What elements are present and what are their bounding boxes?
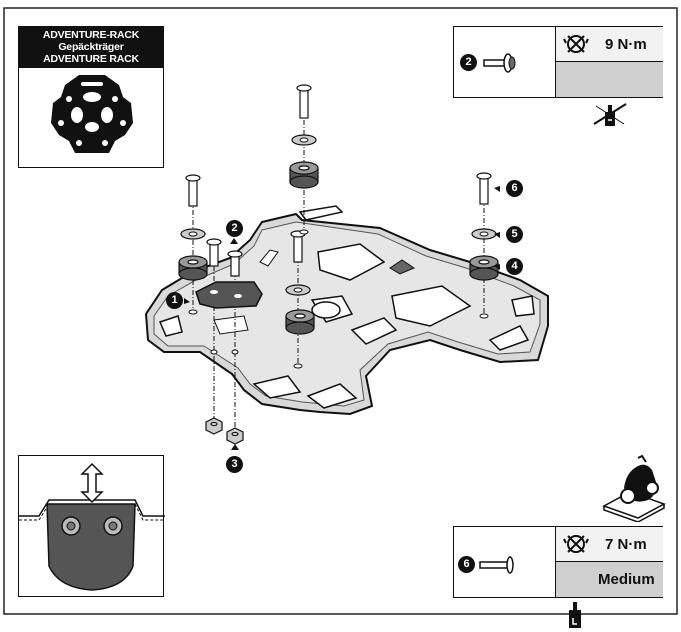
- torque-value-top: 9 N·m: [605, 35, 647, 53]
- callout-6: 6: [506, 180, 523, 197]
- callout-4: 4: [506, 258, 523, 275]
- bolt-clamp-right: [227, 250, 243, 277]
- damper-left: [178, 255, 208, 281]
- bolt-6-icon: [479, 556, 514, 574]
- adjust-arrow-icon: [80, 462, 104, 504]
- threadlocker-label-bottom: Medium: [598, 571, 655, 588]
- callout-1: 1: [166, 292, 183, 309]
- torque-row-top: 9 N·m: [556, 27, 663, 62]
- threadlocker-row-bottom: Medium: [556, 562, 663, 628]
- motorcycle-orientation-icon: [602, 454, 666, 522]
- torque-spec-top-values: 9 N·m: [555, 27, 663, 126]
- product-title-en: ADVENTURE RACK: [43, 53, 139, 65]
- torque-spec-bottom-values: 7 N·m Medium: [555, 527, 663, 628]
- callout-3: 3: [226, 456, 243, 473]
- torque-row-bottom: 7 N·m: [556, 527, 663, 562]
- torque-wrench-icon: [563, 35, 589, 53]
- adjustment-detail-illustration: [19, 462, 165, 591]
- bolt-2-icon: [483, 53, 516, 73]
- rack-thumbnail-icon: [51, 75, 133, 153]
- damper-top: [289, 161, 319, 189]
- torque-spec-bottom: 6 7 N·m Medium: [453, 526, 663, 628]
- callout-5: 5: [506, 226, 523, 243]
- product-title-panel: ADVENTURE-RACK Gepäckträger ADVENTURE RA…: [18, 26, 164, 168]
- product-title-de: ADVENTURE-RACK Gepäckträger: [42, 29, 140, 53]
- callout-2: 2: [226, 220, 243, 237]
- torque-spec-top: 2 9 N·m: [453, 26, 663, 126]
- bolt-clamp-left: [206, 238, 222, 267]
- torque-value-bottom: 7 N·m: [605, 535, 647, 553]
- callout-2-badge: 2: [460, 54, 477, 71]
- damper-right: [469, 255, 499, 281]
- no-threadlocker-icon: [593, 103, 627, 126]
- bolt-right: [476, 172, 492, 205]
- adjustment-detail-panel: [18, 455, 165, 597]
- threadlocker-row-top: [556, 62, 663, 126]
- callout-6-badge: 6: [458, 556, 475, 573]
- bolt-top-center: [296, 84, 312, 119]
- bolt-left: [185, 174, 201, 207]
- damper-center: [285, 309, 315, 335]
- torque-wrench-icon: [563, 535, 589, 553]
- product-title: ADVENTURE-RACK Gepäckträger ADVENTURE RA…: [19, 27, 163, 68]
